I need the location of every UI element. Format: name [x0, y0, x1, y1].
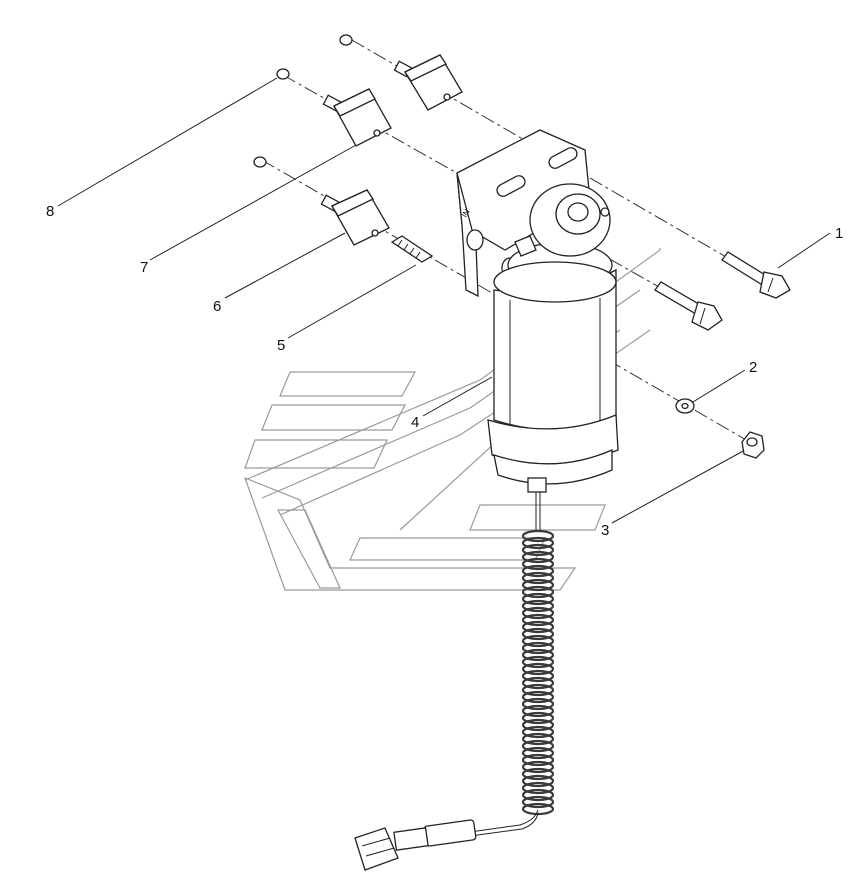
callout-4: 4	[411, 414, 419, 431]
bolt-1	[721, 251, 791, 299]
cable-coil-loop	[521, 781, 555, 795]
cable-coil-loop	[521, 571, 555, 585]
callout-8: 8	[46, 203, 54, 220]
o-ring-8	[276, 68, 290, 80]
cable-coil-loop	[521, 557, 555, 571]
leader-4	[422, 376, 493, 417]
sensor-cable	[354, 492, 555, 871]
cable-coil-loop	[521, 704, 555, 718]
svg-text:IN: IN	[460, 207, 472, 219]
cable-coil-loop	[521, 795, 555, 809]
cable-coil-loop	[521, 634, 555, 648]
cable-coil-loop	[521, 802, 555, 816]
leader-5	[287, 264, 417, 339]
cable-coil-loop	[521, 718, 555, 732]
cable-coil-loop	[521, 690, 555, 704]
cable-coil-loop	[521, 662, 555, 676]
cable-coil-loop	[521, 788, 555, 802]
callout-leaders	[57, 77, 831, 524]
bolt-lower	[654, 281, 723, 331]
leader-7	[149, 139, 366, 261]
cable-coil-loop	[521, 711, 555, 725]
filter-bowl	[487, 261, 619, 493]
cable-coil-loop	[521, 774, 555, 788]
cable-coil-loop	[521, 760, 555, 774]
cable-coils	[521, 529, 555, 816]
cable-coil-loop	[521, 578, 555, 592]
cable-coil-loop	[521, 606, 555, 620]
leader-8	[57, 77, 278, 207]
hex-spacer-7	[322, 88, 392, 147]
cable-coil-loop	[521, 676, 555, 690]
callout-3: 3	[601, 522, 609, 539]
hex-spacer-top	[393, 54, 463, 111]
cable-coil-loop	[521, 739, 555, 753]
cable-coil-loop	[521, 599, 555, 613]
callout-6: 6	[213, 298, 221, 315]
leader-1	[777, 232, 831, 269]
watermark-logo	[243, 248, 661, 591]
cable-coil-loop	[521, 585, 555, 599]
callout-5: 5	[277, 337, 285, 354]
cable-coil-loop	[521, 753, 555, 767]
cable-coil-loop	[521, 732, 555, 746]
cable-coil-loop	[521, 550, 555, 564]
cable-coil-loop	[521, 536, 555, 550]
cable-coil-loop	[521, 697, 555, 711]
cable-coil-loop	[521, 613, 555, 627]
cable-coil-loop	[521, 648, 555, 662]
washer-2	[675, 398, 695, 414]
hex-nut-3	[741, 431, 765, 459]
hex-spacer-6	[320, 189, 390, 246]
o-ring-lower	[253, 156, 267, 168]
callout-labels: 1 2 3 4 5 6 7 8	[46, 203, 843, 539]
cable-coil-loop	[521, 641, 555, 655]
cable-coil-loop	[521, 543, 555, 557]
cable-coil-loop	[521, 746, 555, 760]
cable-coil-loop	[521, 529, 555, 543]
cable-coil-loop	[521, 725, 555, 739]
cable-coil-loop	[521, 655, 555, 669]
filter-head	[507, 183, 613, 288]
cable-coil-loop	[521, 564, 555, 578]
cable-coil-loop	[521, 592, 555, 606]
cable-coil-loop	[521, 627, 555, 641]
cable-coil-loop	[521, 669, 555, 683]
callout-2: 2	[749, 359, 757, 376]
o-ring-top	[339, 34, 353, 46]
cable-coil-loop	[521, 683, 555, 697]
leader-6	[224, 232, 346, 299]
cable-coil-loop	[521, 620, 555, 634]
callout-7: 7	[140, 259, 148, 276]
cable-coil-loop	[521, 767, 555, 781]
leader-2	[692, 369, 746, 403]
threaded-stud-5	[390, 235, 434, 263]
callout-1: 1	[835, 225, 843, 242]
leader-3	[611, 449, 746, 524]
